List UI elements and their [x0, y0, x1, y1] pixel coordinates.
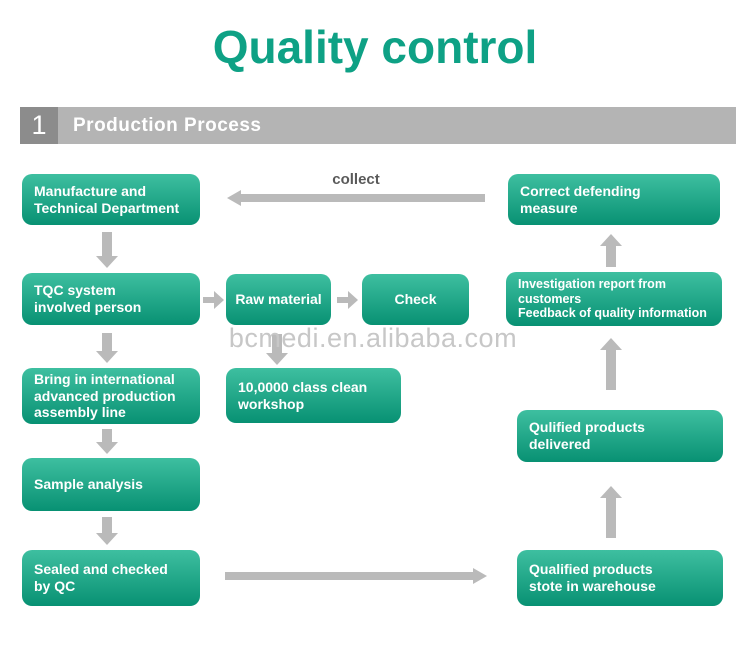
arrow-up-icon [600, 338, 622, 390]
arrow-right-icon [337, 291, 358, 309]
section-title: Production Process [73, 114, 262, 136]
node-sample-analysis: Sample analysis [22, 458, 200, 511]
node-qualified-delivered: Qulified products delivered [517, 410, 723, 462]
node-warehouse: Qualified products stote in warehouse [517, 550, 723, 606]
watermark: bcmedi.en.alibaba.com [228, 323, 518, 353]
arrow-down-icon [96, 333, 118, 363]
arrow-down-icon [96, 232, 118, 268]
node-clean-workshop: 10,0000 class clean workshop [226, 368, 401, 423]
arrow-left-icon [227, 190, 485, 206]
collect-label: collect [332, 171, 380, 188]
section-header: 1 Production Process [20, 107, 736, 144]
arrow-right-icon [225, 568, 487, 584]
node-sealed-checked: Sealed and checked by QC [22, 550, 200, 606]
node-assembly-line: Bring in international advanced producti… [22, 368, 200, 424]
arrow-up-icon [600, 486, 622, 538]
arrow-right-icon [203, 291, 224, 309]
node-correct-measure: Correct defending measure [508, 174, 720, 225]
page-title: Quality control [212, 21, 538, 73]
node-investigation-report: Investigation report from customers Feed… [506, 272, 722, 326]
node-check: Check [362, 274, 469, 325]
node-tqc-system: TQC system involved person [22, 273, 200, 325]
node-manufacture-technical: Manufacture and Technical Department [22, 174, 200, 225]
arrow-down-icon [96, 429, 118, 454]
node-raw-material: Raw material [226, 274, 331, 325]
section-number: 1 [20, 107, 58, 144]
arrow-down-icon [266, 334, 288, 365]
arrow-up-icon [600, 234, 622, 267]
arrow-down-icon [96, 517, 118, 545]
